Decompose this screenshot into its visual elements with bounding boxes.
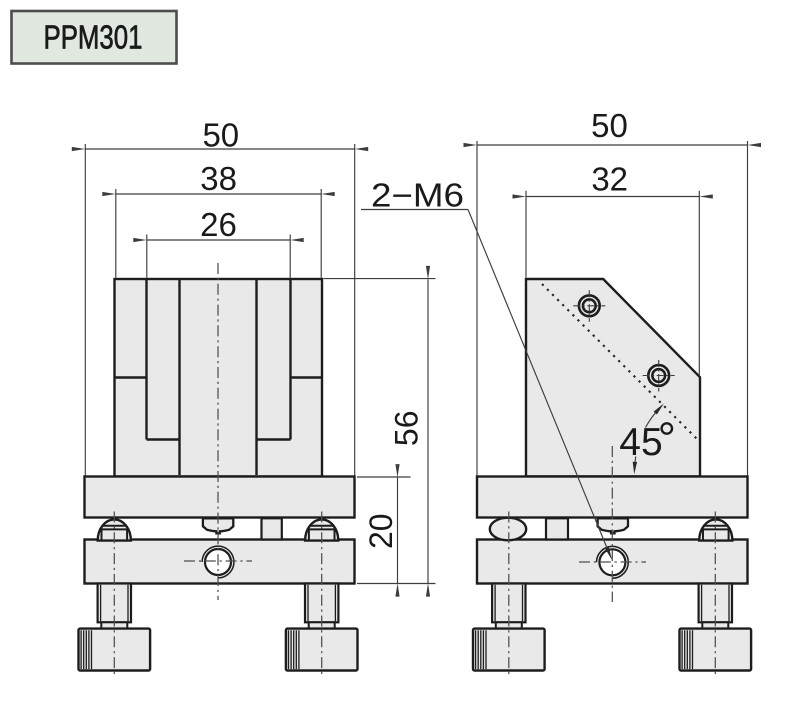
svg-text:26: 26 <box>200 206 237 243</box>
svg-text:PPM301: PPM301 <box>44 19 143 56</box>
svg-text:20: 20 <box>363 513 399 549</box>
svg-text:50: 50 <box>591 107 628 144</box>
svg-text:38: 38 <box>200 160 237 197</box>
svg-text:50: 50 <box>202 116 239 153</box>
svg-text:32: 32 <box>591 160 628 197</box>
svg-text:45: 45 <box>619 421 662 464</box>
svg-text:2−M6: 2−M6 <box>371 176 464 213</box>
svg-text:56: 56 <box>389 411 425 447</box>
